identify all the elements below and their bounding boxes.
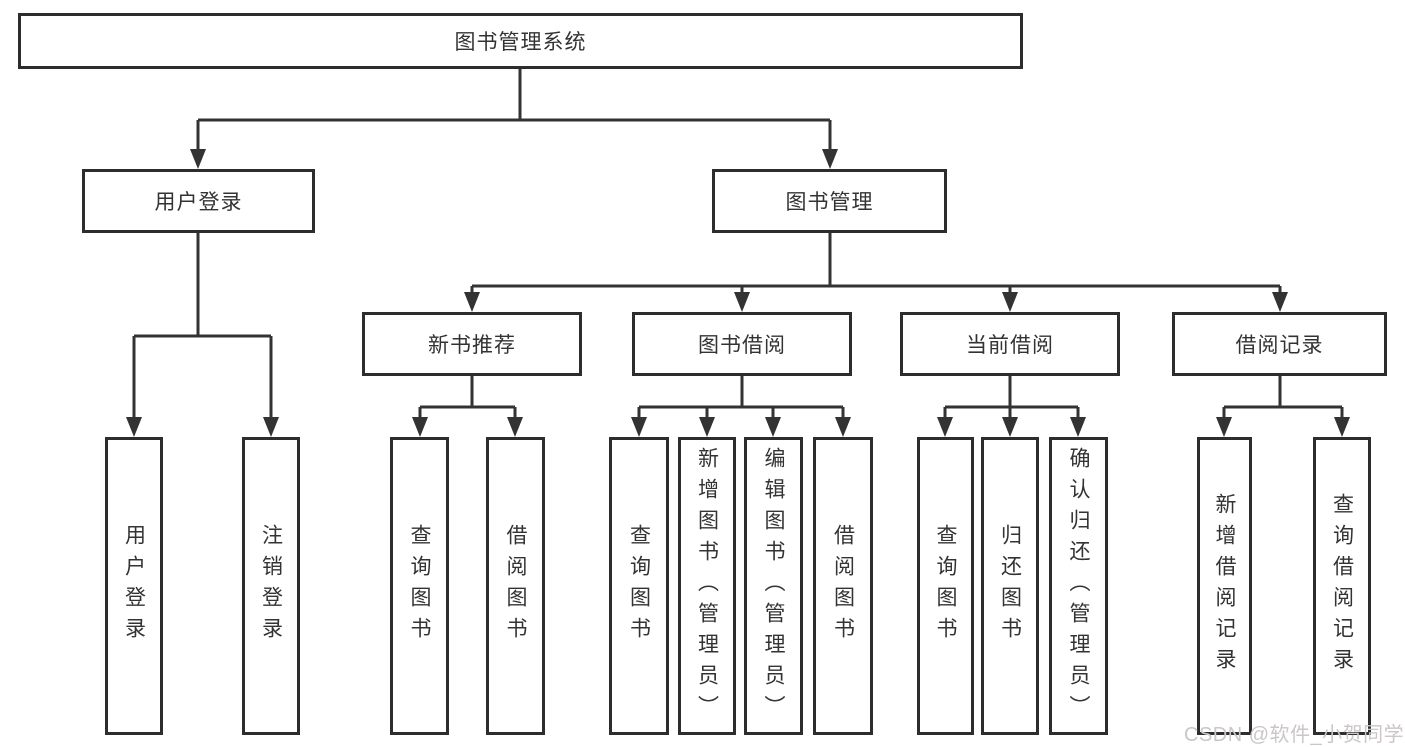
arrowhead [263, 417, 279, 437]
node-label: 用户登录 [154, 191, 243, 214]
node-book-borrow: 图书借阅 [632, 312, 852, 376]
leaf-borrow-add-books-admin: 新增图书（管理员） [678, 437, 736, 735]
arrowhead [699, 417, 715, 437]
connector-book-mgmt-branch [470, 233, 1282, 296]
node-label: 图书管理系统 [454, 31, 587, 54]
arrowhead [126, 417, 142, 437]
arrowhead [937, 417, 953, 437]
leaf-label: 新增借阅记录 [1213, 493, 1236, 679]
leaf-label: 注销登录 [259, 524, 283, 648]
leaf-current-confirm-return-admin: 确认归还（管理员） [1049, 437, 1108, 735]
arrowhead [1334, 417, 1350, 437]
leaf-label: 编辑图书（管理员） [762, 446, 785, 726]
leaf-label: 用户登录 [122, 524, 146, 648]
connector-borrow-branch [637, 376, 845, 421]
arrowhead [412, 417, 428, 437]
connector-recommend-branch [418, 376, 517, 421]
arrowhead [190, 149, 206, 169]
node-library-management-system: 图书管理系统 [18, 13, 1023, 69]
leaf-user-login: 用户登录 [105, 437, 163, 735]
leaf-records-query-record: 查询借阅记录 [1313, 437, 1371, 735]
leaf-borrow-query-books: 查询图书 [609, 437, 669, 735]
arrowhead [1272, 292, 1288, 312]
leaf-logout: 注销登录 [242, 437, 300, 735]
leaf-label: 借阅图书 [504, 524, 527, 648]
arrowhead [1002, 417, 1018, 437]
node-current-borrow: 当前借阅 [900, 312, 1120, 376]
leaf-label: 查询图书 [934, 524, 957, 648]
leaf-label: 归还图书 [998, 524, 1022, 648]
leaf-label: 查询图书 [627, 524, 651, 648]
leaf-recommend-query-books: 查询图书 [390, 437, 449, 735]
leaf-current-return-books: 归还图书 [981, 437, 1039, 735]
leaf-borrow-borrow-books: 借阅图书 [813, 437, 873, 735]
leaf-label: 确认归还（管理员） [1067, 446, 1090, 726]
leaf-label: 查询借阅记录 [1330, 493, 1354, 679]
leaf-records-add-record: 新增借阅记录 [1197, 437, 1252, 735]
node-borrow-records: 借阅记录 [1172, 312, 1387, 376]
node-book-management: 图书管理 [712, 169, 947, 233]
arrowhead [507, 417, 523, 437]
connector-root-to-level2 [196, 69, 832, 152]
leaf-label: 新增图书（管理员） [695, 446, 719, 726]
node-label: 图书管理 [785, 191, 874, 214]
connector-records-branch [1222, 376, 1344, 421]
node-new-book-recommend: 新书推荐 [362, 312, 582, 376]
arrowhead [1216, 417, 1232, 437]
leaf-recommend-borrow-books: 借阅图书 [486, 437, 545, 735]
node-label: 图书借阅 [698, 334, 786, 357]
node-user-login: 用户登录 [82, 169, 315, 233]
arrowhead [1002, 292, 1018, 312]
connector-user-login-branch [132, 233, 273, 421]
node-label: 新书推荐 [428, 334, 516, 357]
connector-current-branch [943, 376, 1080, 421]
arrowhead [464, 292, 480, 312]
arrowhead [822, 149, 838, 169]
node-label: 借阅记录 [1235, 334, 1324, 357]
arrowhead [835, 417, 851, 437]
arrowhead [1070, 417, 1086, 437]
arrowhead [631, 417, 647, 437]
node-label: 当前借阅 [966, 334, 1054, 357]
csdn-watermark: CSDN @软件_小贺同学 [1184, 724, 1405, 746]
leaf-label: 借阅图书 [831, 524, 855, 648]
arrowhead [734, 292, 750, 312]
leaf-label: 查询图书 [408, 524, 431, 648]
leaf-borrow-edit-books-admin: 编辑图书（管理员） [744, 437, 803, 735]
arrowhead [765, 417, 781, 437]
leaf-current-query-books: 查询图书 [917, 437, 974, 735]
